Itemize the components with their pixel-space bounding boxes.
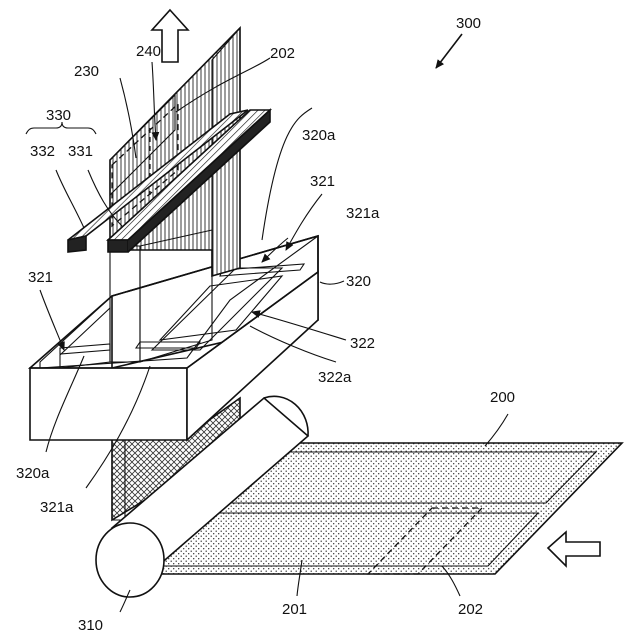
label-320a-top: 320a [302, 127, 336, 144]
label-321a-bottom: 321a [40, 499, 74, 516]
label-330: 330 [46, 107, 71, 124]
label-322a: 322a [318, 369, 352, 386]
partition-left [60, 344, 110, 354]
label-202-top: 202 [270, 45, 295, 62]
label-332: 332 [30, 143, 55, 160]
label-240: 240 [136, 43, 161, 60]
label-300: 300 [456, 15, 481, 32]
label-321a-right: 321a [346, 205, 380, 222]
label-310: 310 [78, 617, 103, 634]
label-320: 320 [346, 273, 371, 290]
roller-end [96, 523, 164, 597]
left-arrow-icon [548, 532, 600, 566]
label-321-right: 321 [310, 173, 335, 190]
label-331: 331 [68, 143, 93, 160]
label-230: 230 [74, 63, 99, 80]
label-202-bottom: 202 [458, 601, 483, 618]
label-201: 201 [282, 601, 307, 618]
label-320a-bottom: 320a [16, 465, 50, 482]
label-200: 200 [490, 389, 515, 406]
label-321-left: 321 [28, 269, 53, 286]
label-322: 322 [350, 335, 375, 352]
tank-inner-left [60, 308, 110, 368]
